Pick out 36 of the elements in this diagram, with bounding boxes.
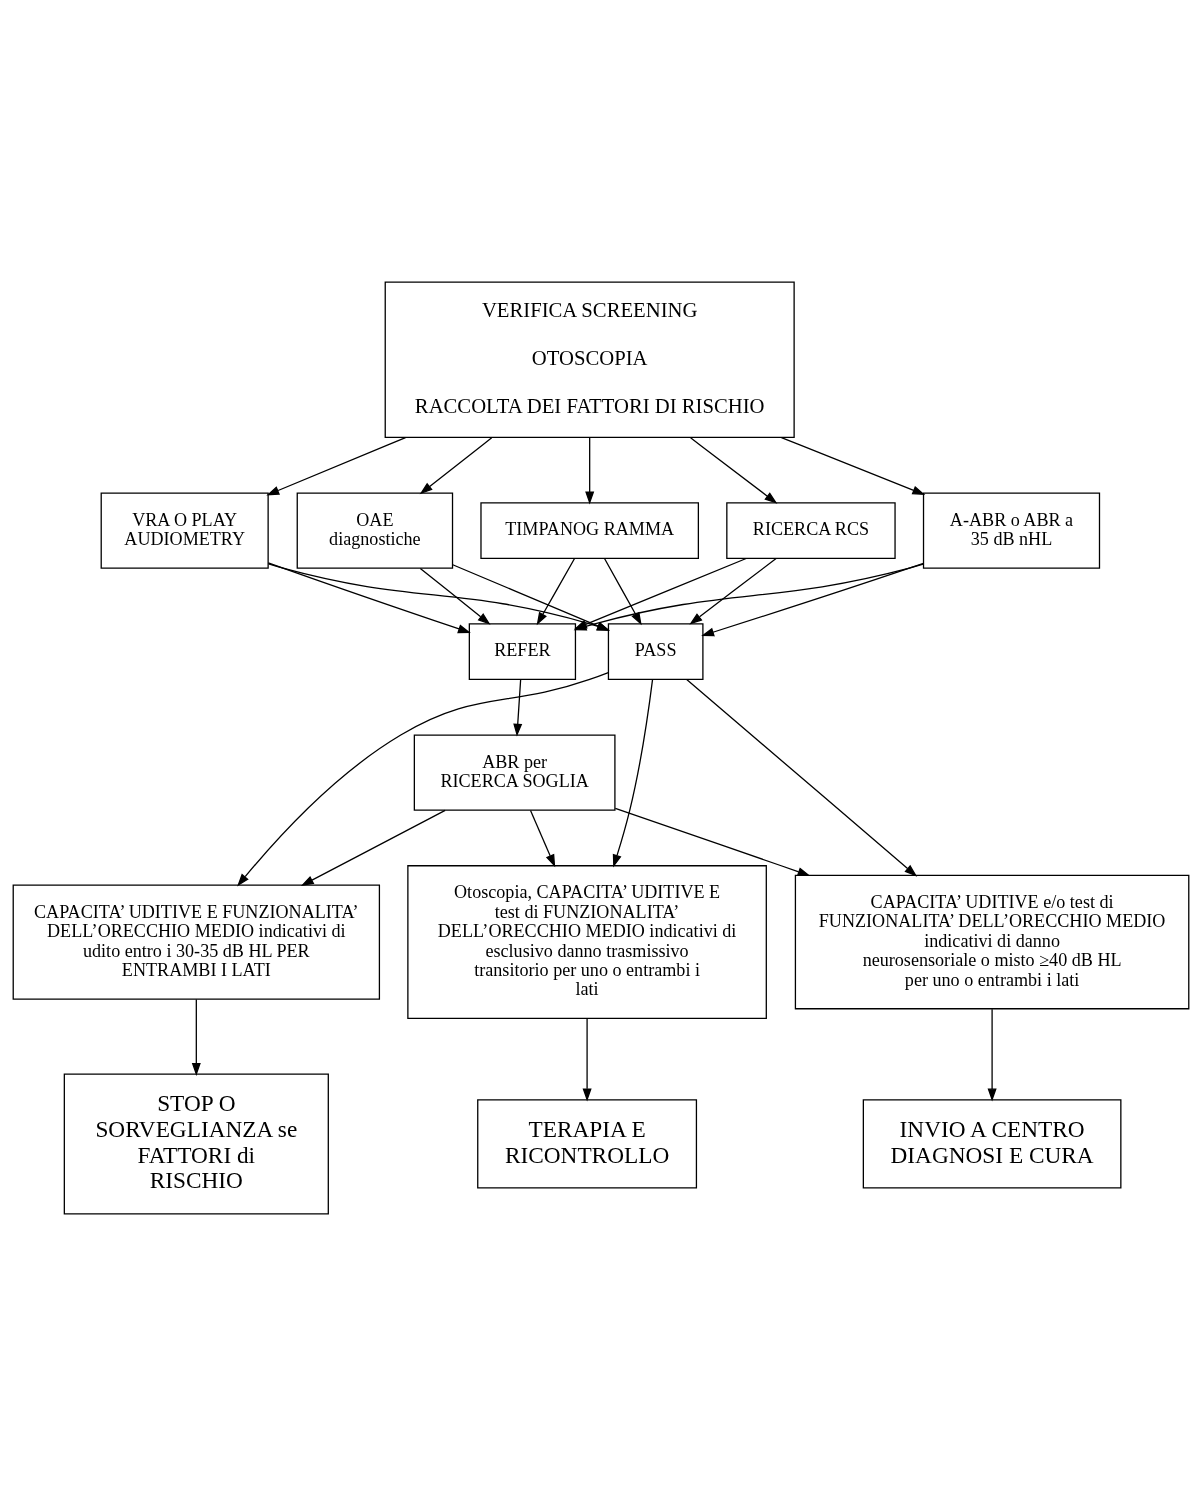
node-box: CAPACITA’ UDITIVE E FUNZIONALITA’ DELL’ORECCHIO MEDIO indicativi di udito entro i 30-35 dB HL PER ENTRAMBI I LATI	[12, 884, 381, 1000]
node-box: TERAPIA E RICONTROLLO	[477, 1099, 698, 1189]
arrow	[987, 1008, 997, 1102]
arrow	[536, 558, 576, 626]
arrow	[419, 567, 491, 625]
node-box: OAE diagnostiche	[296, 492, 454, 569]
arrow	[780, 436, 926, 495]
arrow	[585, 437, 595, 505]
arrow	[612, 679, 654, 868]
arrow	[513, 679, 523, 737]
arrow	[701, 562, 925, 637]
arrow	[266, 436, 407, 496]
arrow	[689, 437, 778, 504]
arrow	[300, 809, 446, 886]
node-box: Otoscopia, CAPACITA’ UDITIVE E test di FUNZIONALITA’ DELL’ORECCHIO MEDIO indicativi di esclusivo danno trasmissivo transitorio per uno o entrambi i lati	[407, 865, 767, 1020]
arrow	[686, 678, 918, 877]
arrow	[529, 809, 556, 868]
arrow	[614, 807, 811, 877]
node-box: INVIO A CENTRO DIAGNOSI E CURA	[862, 1099, 1122, 1189]
arrow	[191, 998, 201, 1076]
node-box: ABR per RICERCA SOGLIA	[413, 734, 616, 811]
node-box: TIMPANOG RAMMA	[480, 502, 699, 560]
arrow	[582, 1018, 592, 1102]
arrow	[267, 562, 471, 634]
arrow	[689, 557, 777, 625]
arrow	[419, 437, 493, 495]
node-box: A-ABR o ABR a 35 dB nHL	[922, 492, 1101, 569]
node-box: CAPACITA’ UDITIVE e/o test di FUNZIONALITA’ DELL’ORECCHIO MEDIO indicativi di danno neurosensoriale o misto ≥40 dB HL per uno o entrambi i lati	[794, 874, 1190, 1010]
node-box: REFER	[468, 623, 577, 681]
node-box: VERIFICA SCREENING OTOSCOPIA RACCOLTA DEI FATTORI DI RISCHIO	[384, 281, 795, 439]
node-box: VRA O PLAY AUDIOMETRY	[100, 492, 269, 569]
arrow	[237, 671, 609, 887]
node-box: RICERCA RCS	[726, 502, 896, 560]
node-box: PASS	[607, 623, 704, 681]
node-box: STOP O SORVEGLIANZA se FATTORI di RISCHIO	[63, 1073, 329, 1215]
arrow	[604, 558, 642, 626]
